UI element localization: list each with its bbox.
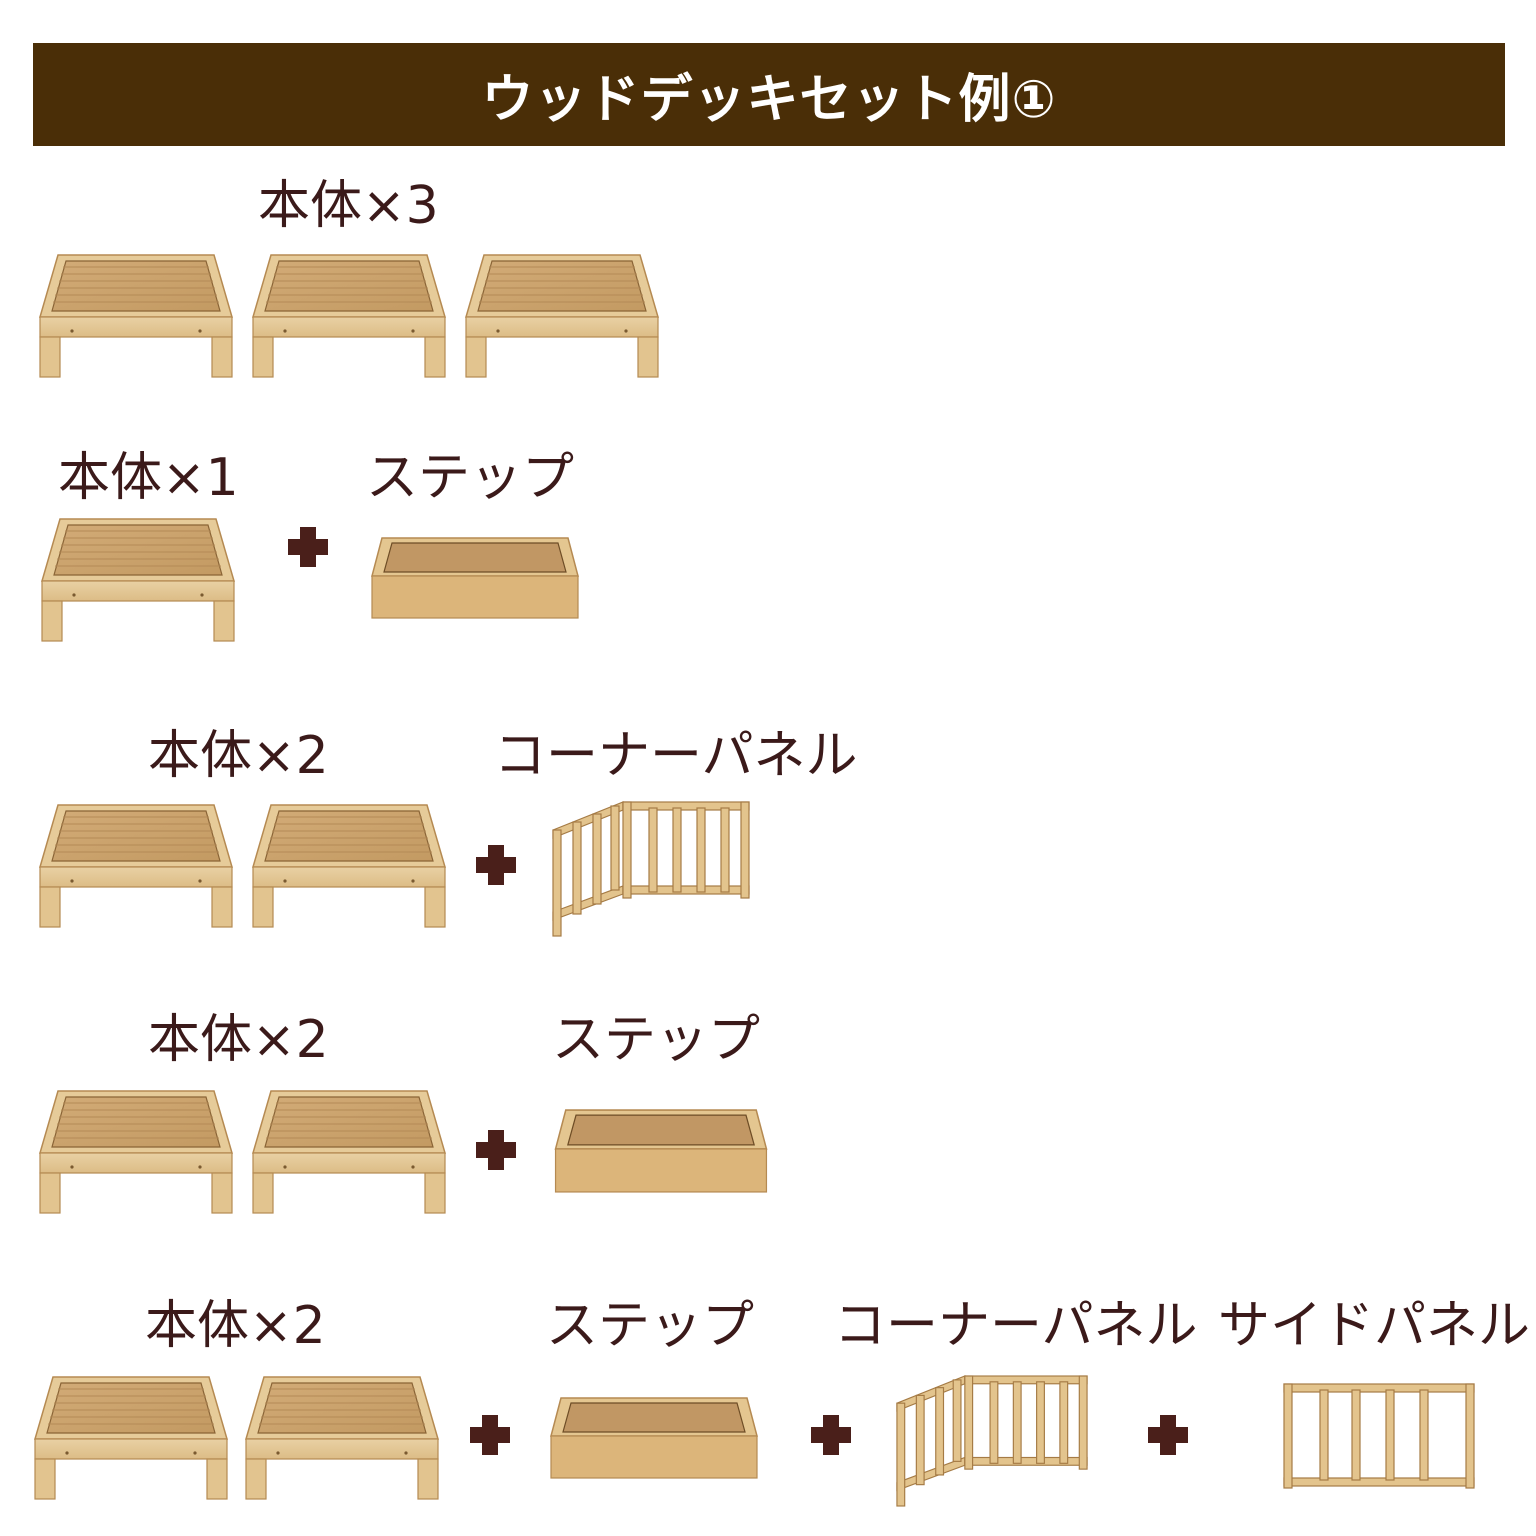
row3-label-main: 本体×2 — [148, 726, 329, 786]
page-title: ウッドデッキセット例① — [33, 43, 1505, 146]
deck-unit — [251, 253, 447, 378]
plus-icon — [286, 525, 330, 569]
plus-icon — [468, 1413, 512, 1457]
deck-unit — [38, 803, 234, 928]
row5-label-side: サイドパネル — [1218, 1296, 1531, 1356]
step-unit — [548, 1396, 760, 1480]
deck-unit — [251, 1089, 447, 1214]
deck-unit — [251, 803, 447, 928]
corner-panel — [895, 1372, 1089, 1510]
step-unit — [552, 1108, 770, 1194]
row2-label-step: ステップ — [366, 448, 575, 508]
row2-label-main: 本体×1 — [58, 448, 239, 508]
deck-unit — [38, 1089, 234, 1214]
deck-unit — [33, 1375, 229, 1500]
row5-label-main: 本体×2 — [145, 1296, 326, 1356]
row4-label-step: ステップ — [552, 1010, 761, 1070]
plus-icon — [1146, 1413, 1190, 1457]
deck-unit — [244, 1375, 440, 1500]
corner-panel — [551, 800, 751, 938]
deck-unit — [40, 517, 236, 642]
row5-label-corner: コーナーパネル — [834, 1296, 1198, 1356]
plus-icon — [809, 1413, 853, 1457]
side-panel — [1282, 1382, 1476, 1490]
deck-unit — [464, 253, 660, 378]
row5-label-step: ステップ — [546, 1296, 755, 1356]
step-unit — [370, 536, 580, 620]
plus-icon — [474, 1128, 518, 1172]
row3-label-corner: コーナーパネル — [494, 726, 858, 786]
row1-label-main: 本体×3 — [258, 176, 439, 236]
deck-unit — [38, 253, 234, 378]
row4-label-main: 本体×2 — [148, 1010, 329, 1070]
plus-icon — [474, 843, 518, 887]
